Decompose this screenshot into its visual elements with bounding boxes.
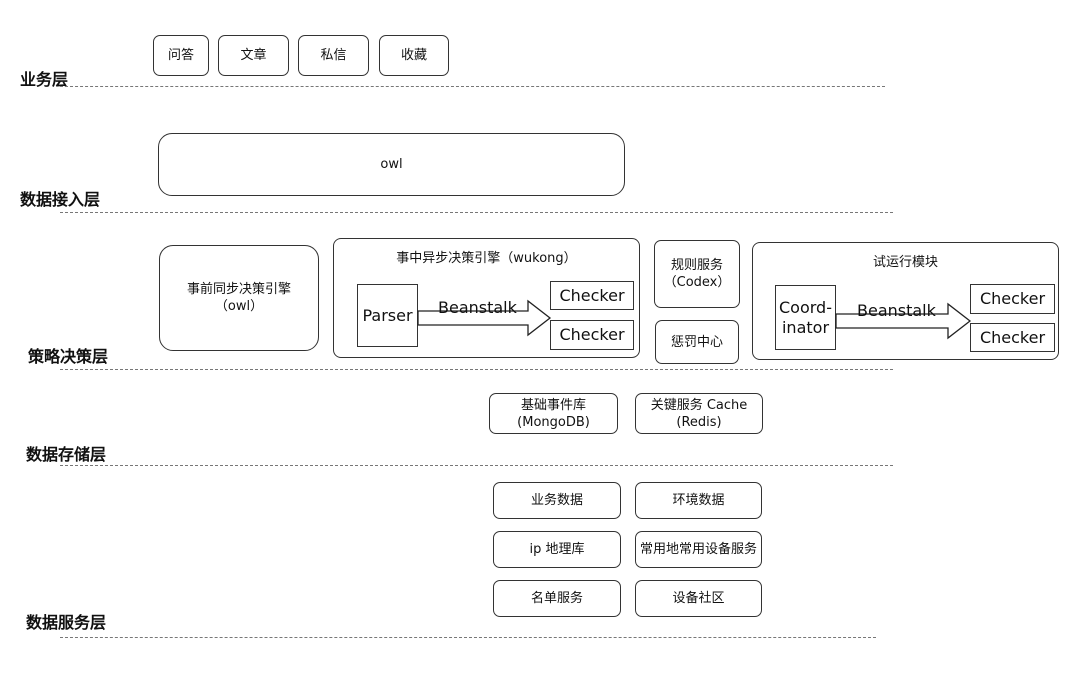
async-checker-1: Checker: [550, 281, 634, 310]
business-item-article: 文章: [218, 35, 289, 76]
parser-box: Parser: [357, 284, 418, 347]
layer-divider-service: [60, 637, 876, 638]
async-queue-label: Beanstalk: [438, 298, 517, 317]
device-service-box: 常用地常用设备服务: [635, 531, 762, 568]
ip-geo-db-box: ip 地理库: [493, 531, 621, 568]
coordinator-line2: inator: [781, 317, 830, 337]
layer-label-strategy: 策略决策层: [28, 347, 109, 366]
cache-line2: (Redis): [676, 414, 722, 430]
cache-line1: 关键服务 Cache: [650, 397, 748, 413]
list-service-box: 名单服务: [493, 580, 621, 617]
layer-divider-access: [60, 212, 893, 213]
trial-checker-2: Checker: [970, 323, 1055, 352]
trial-flow-arrow: [835, 302, 972, 340]
rules-service-line1: 规则服务: [670, 258, 723, 273]
event-db-line2: (MongoDB): [517, 414, 590, 430]
trial-queue-label: Beanstalk: [857, 301, 936, 320]
trial-module-title: 试运行模块: [872, 255, 938, 270]
coordinator-line1: Coord-: [779, 297, 832, 317]
cache-box: 关键服务 Cache (Redis): [635, 393, 763, 434]
device-community-box: 设备社区: [635, 580, 762, 617]
layer-divider-strategy: [60, 369, 893, 370]
env-data-box: 环境数据: [635, 482, 762, 519]
business-item-favorite: 收藏: [379, 35, 449, 76]
layer-label-service: 数据服务层: [26, 613, 107, 632]
business-item-message: 私信: [298, 35, 369, 76]
coordinator-box: Coord- inator: [775, 285, 836, 350]
sync-decision-engine: 事前同步决策引擎 （owl）: [159, 245, 319, 351]
biz-data-box: 业务数据: [493, 482, 621, 519]
rules-service: 规则服务 （Codex）: [654, 240, 740, 308]
event-db-box: 基础事件库 (MongoDB): [489, 393, 618, 434]
async-checker-2: Checker: [550, 320, 634, 350]
layer-label-access: 数据接入层: [20, 190, 101, 209]
layer-divider-business: [60, 86, 885, 87]
sync-engine-line1: 事前同步决策引擎: [186, 282, 291, 297]
layer-divider-storage: [60, 465, 893, 466]
event-db-line1: 基础事件库: [520, 397, 586, 413]
punish-center: 惩罚中心: [655, 320, 739, 364]
layer-label-business: 业务层: [20, 70, 69, 89]
layer-label-storage: 数据存储层: [26, 445, 107, 464]
async-flow-arrow: [417, 299, 552, 337]
async-engine-title: 事中异步决策引擎（wukong）: [396, 251, 577, 266]
owl-access-box: owl: [158, 133, 625, 196]
rules-service-line2: （Codex）: [663, 275, 731, 290]
sync-engine-line2: （owl）: [214, 299, 264, 314]
business-item-qa: 问答: [153, 35, 209, 76]
trial-checker-1: Checker: [970, 284, 1055, 314]
